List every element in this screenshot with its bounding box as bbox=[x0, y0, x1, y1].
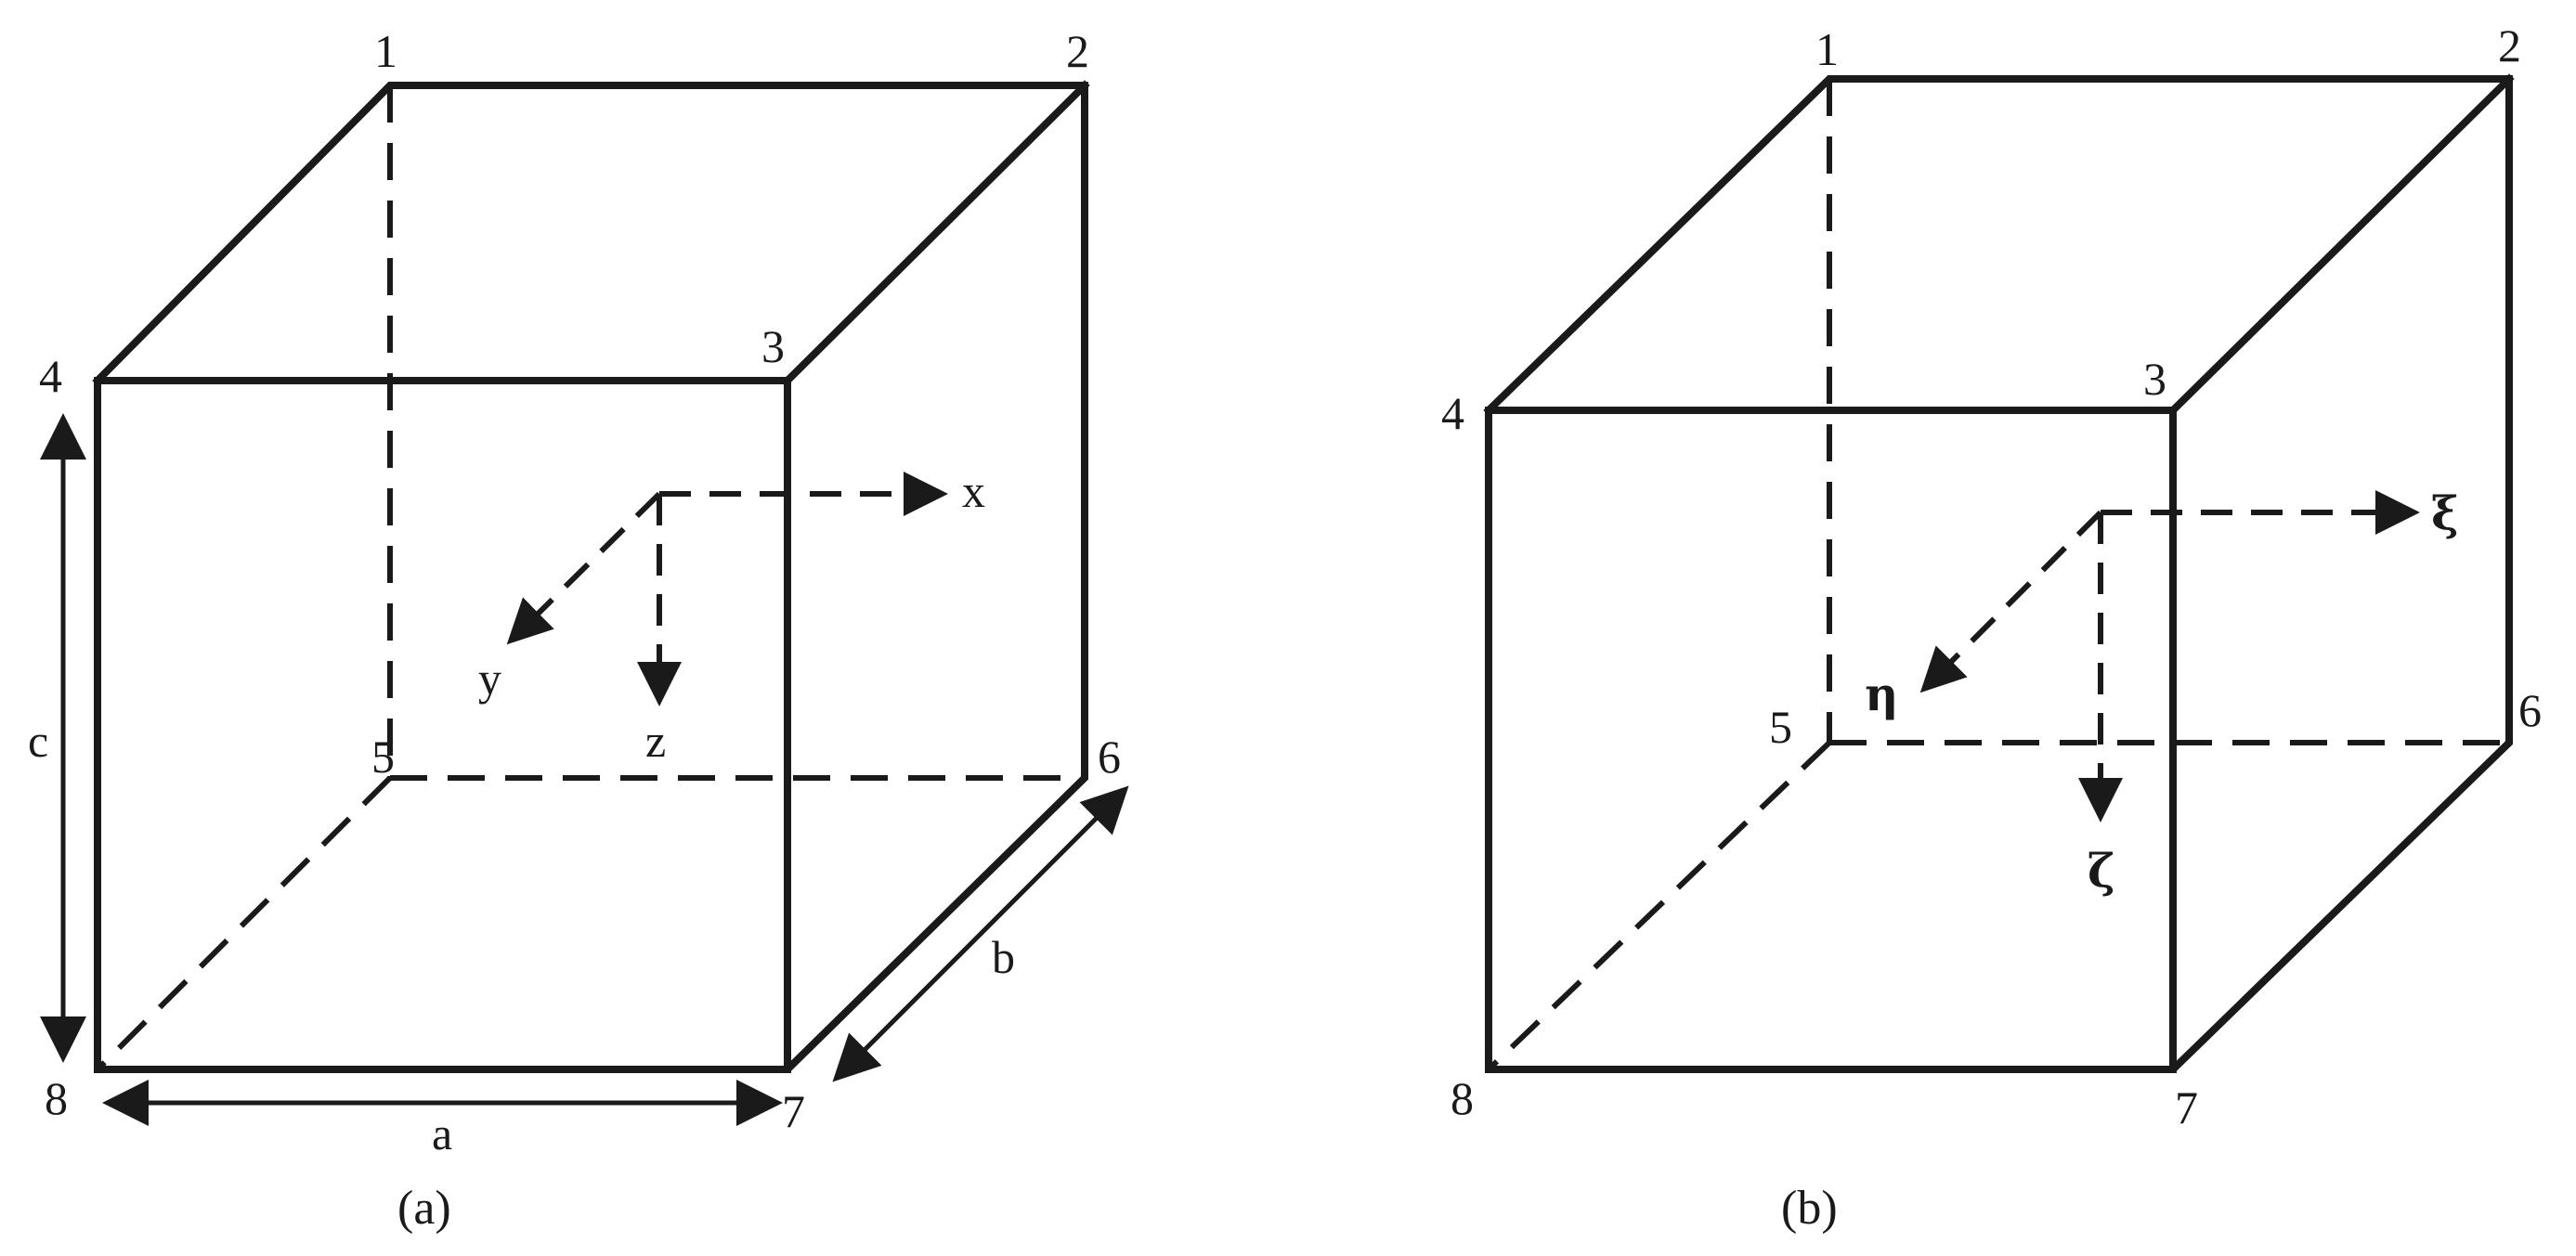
axes-a bbox=[506, 472, 948, 706]
axis-label-z: z bbox=[645, 715, 666, 767]
node-label-7: 7 bbox=[2175, 1081, 2198, 1133]
axis-label-xi: ξ bbox=[2431, 486, 2459, 540]
dimension-b-arrow bbox=[832, 785, 1129, 1082]
node-label-2: 2 bbox=[1066, 25, 1089, 77]
node-label-1: 1 bbox=[1815, 23, 1839, 75]
node-label-7: 7 bbox=[782, 1085, 805, 1137]
node-label-3: 3 bbox=[2143, 353, 2166, 405]
axes-b bbox=[1919, 490, 2420, 822]
node-label-1: 1 bbox=[374, 25, 397, 77]
node-label-5: 5 bbox=[371, 731, 395, 783]
node-label-8: 8 bbox=[45, 1072, 68, 1124]
cube-a-hidden-edges bbox=[95, 85, 1085, 1072]
dimension-label-a: a bbox=[432, 1107, 452, 1159]
eta-axis-arrow bbox=[1919, 510, 2103, 693]
y-axis-arrow bbox=[506, 491, 662, 645]
node-label-4: 4 bbox=[1441, 387, 1464, 439]
node-label-4: 4 bbox=[39, 350, 62, 402]
node-label-8: 8 bbox=[1451, 1072, 1474, 1124]
axis-label-zeta: ζ bbox=[2088, 843, 2115, 898]
cube-b-visible-edges bbox=[1483, 73, 2515, 1073]
dimensions-a bbox=[40, 413, 1129, 1126]
node-label-3: 3 bbox=[761, 320, 785, 372]
dimension-label-b: b bbox=[992, 931, 1015, 983]
caption-a: (a) bbox=[397, 1182, 451, 1235]
axis-label-x: x bbox=[962, 465, 985, 517]
caption-b: (b) bbox=[1781, 1182, 1838, 1235]
cube-a-visible-edges bbox=[92, 80, 1090, 1073]
node-label-6: 6 bbox=[2518, 684, 2542, 736]
node-label-5: 5 bbox=[1769, 701, 1792, 753]
figure-b: 1 2 3 4 5 6 7 8 ξ η ζ (b) bbox=[1441, 19, 2542, 1235]
dimension-label-c: c bbox=[28, 715, 48, 767]
axis-label-y: y bbox=[478, 653, 501, 705]
node-label-2: 2 bbox=[2498, 19, 2521, 71]
cube-b-hidden-edges bbox=[1486, 79, 2509, 1072]
node-label-6: 6 bbox=[1098, 731, 1121, 783]
figure-a: 1 2 3 4 5 6 7 8 x y z a b c (a) bbox=[28, 25, 1129, 1235]
axis-label-eta: η bbox=[1865, 667, 1898, 721]
